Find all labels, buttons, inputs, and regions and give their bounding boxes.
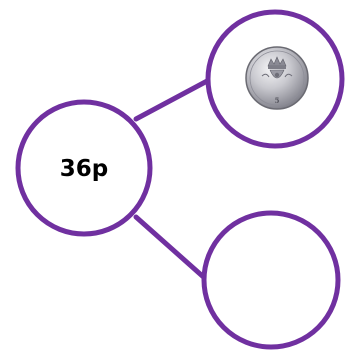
part-circle-bottom — [204, 213, 338, 347]
connector-line-top — [136, 80, 209, 119]
five-pence-coin-icon: 5 — [246, 47, 308, 109]
whole-value-label: 36p — [60, 156, 108, 182]
connector-line-bottom — [136, 217, 208, 281]
coin-value-numeral: 5 — [275, 96, 280, 105]
